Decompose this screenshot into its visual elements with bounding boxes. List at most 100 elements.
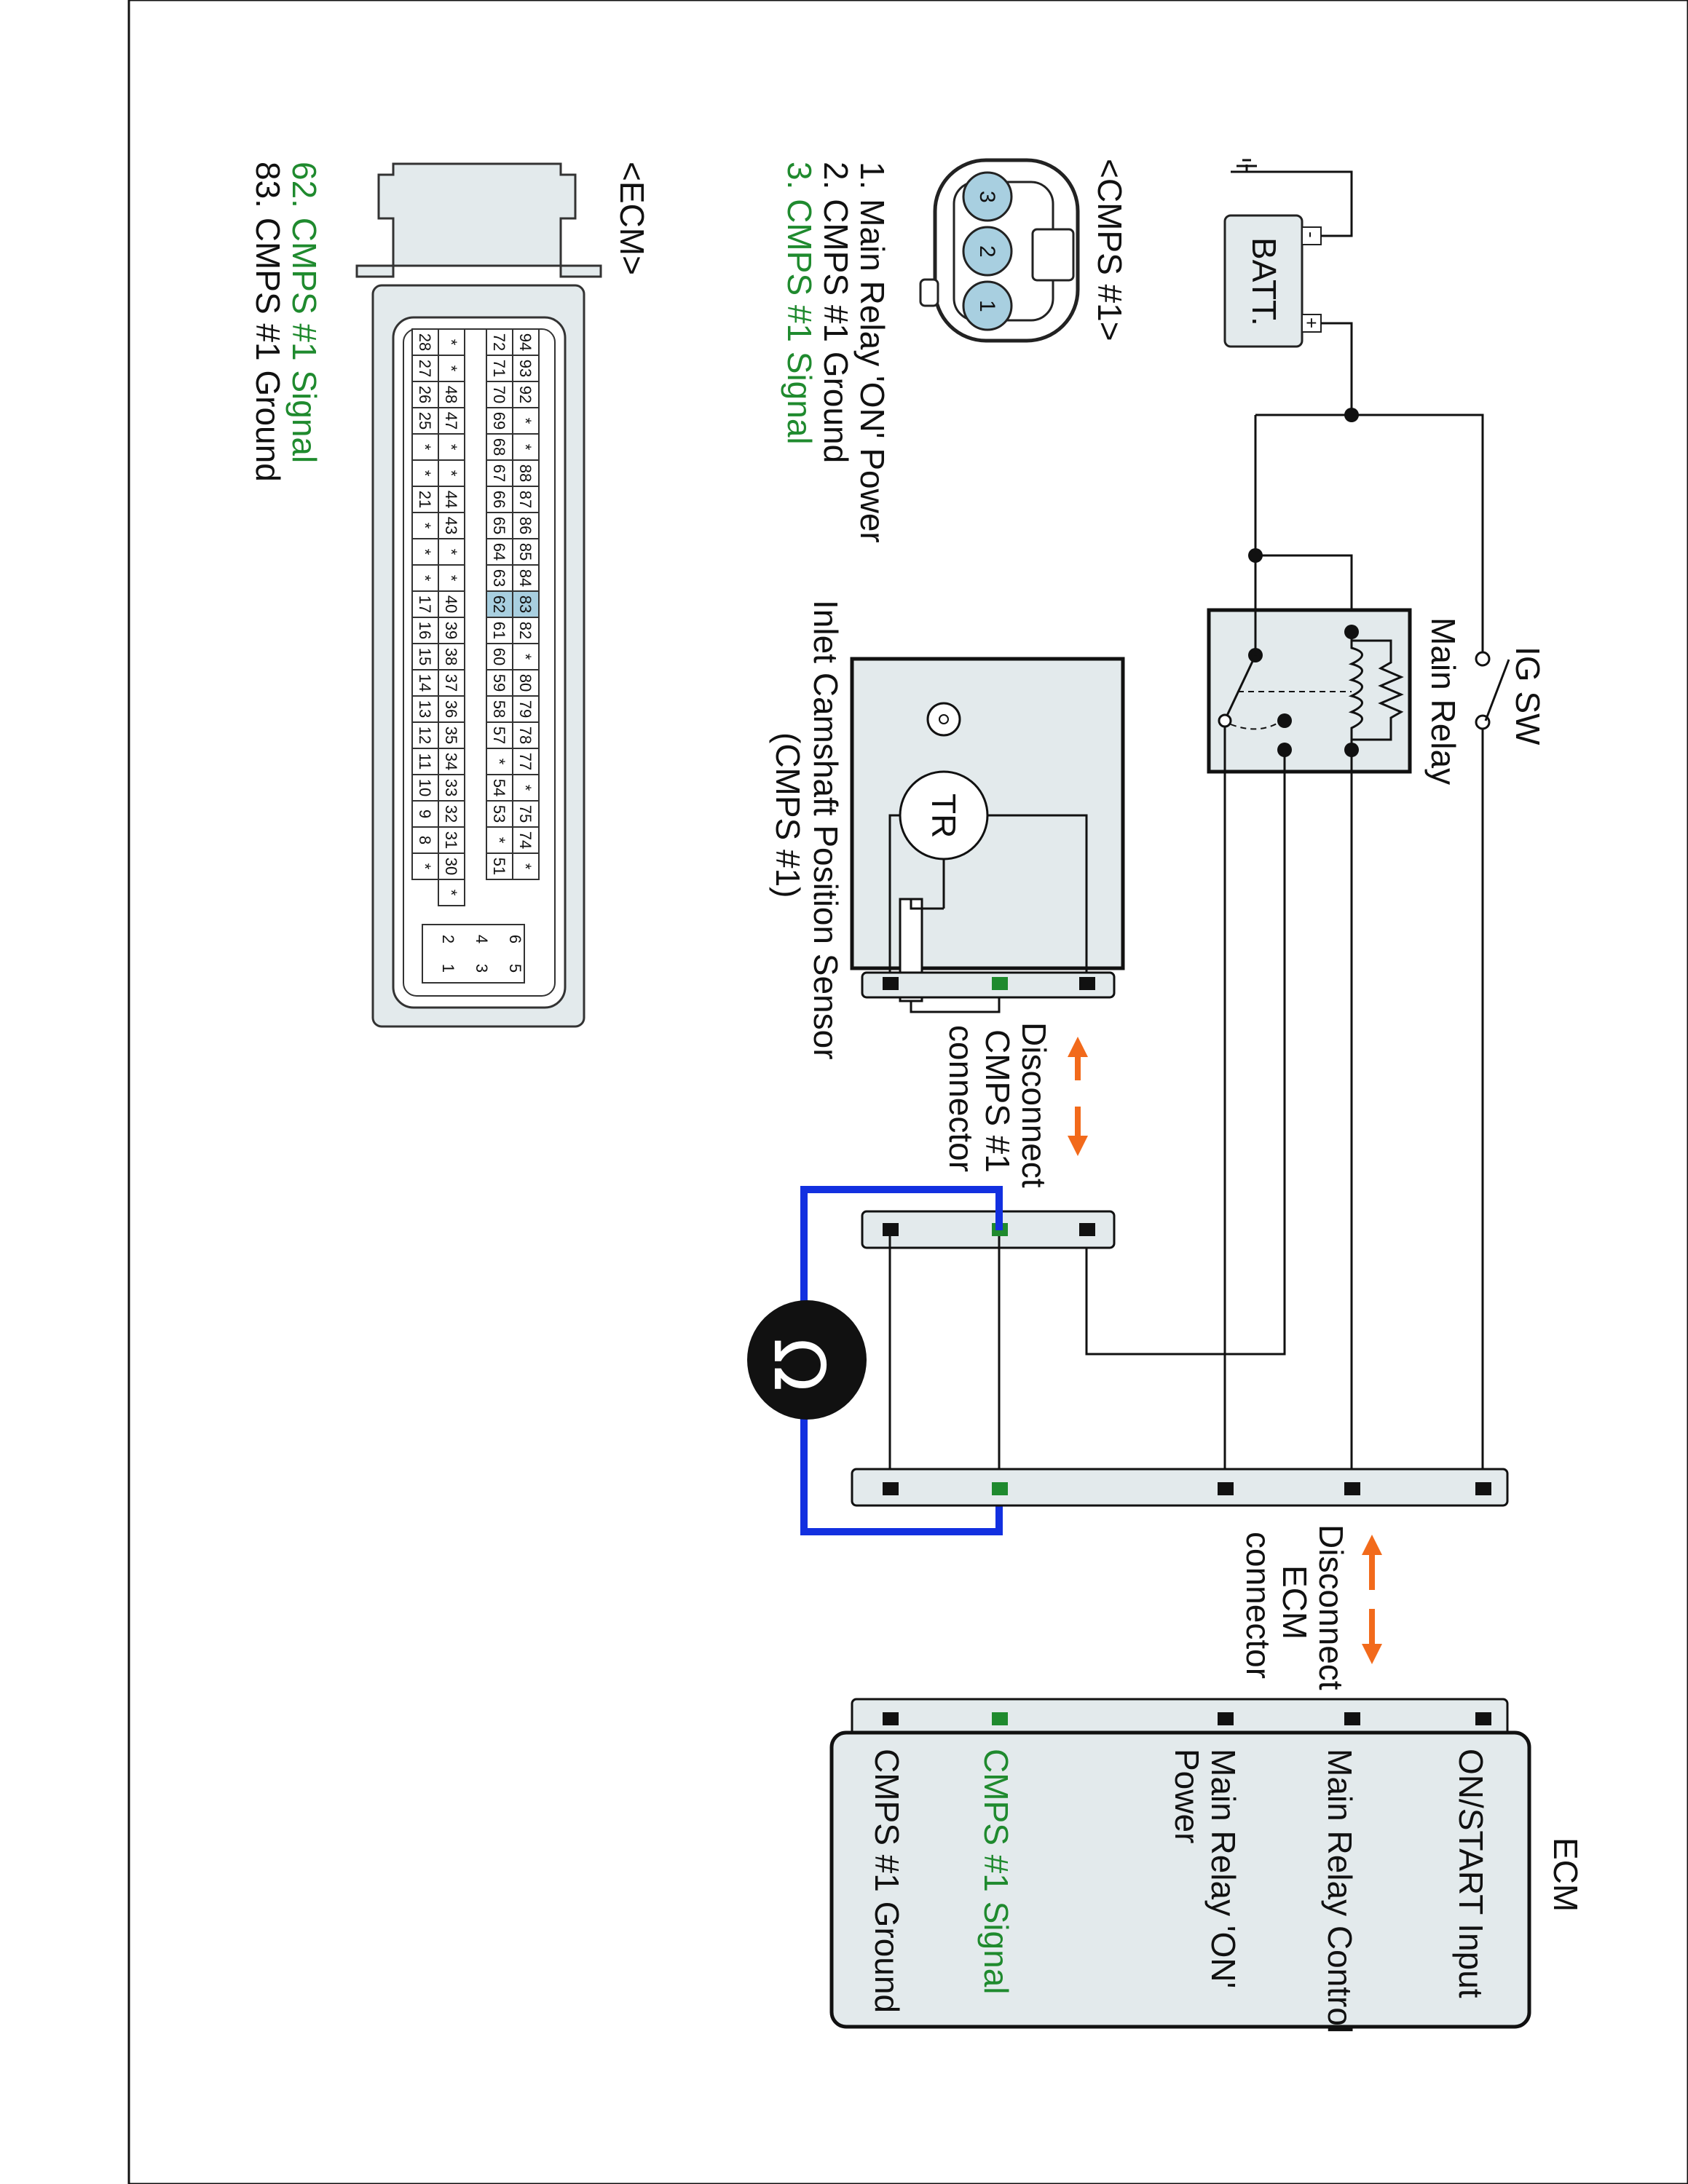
ecm-pin-label: 33 bbox=[442, 779, 460, 796]
svg-text:1: 1 bbox=[975, 300, 999, 312]
ecm-pin-cell bbox=[486, 852, 513, 880]
ecm-pin-label: 88 bbox=[516, 464, 535, 482]
ecm-pin-cell bbox=[486, 826, 513, 854]
ohmmeter-icon bbox=[747, 1300, 867, 1420]
ecm-pin-label: 85 bbox=[516, 543, 535, 561]
ecm-pin-label: * bbox=[442, 890, 460, 896]
ecm-pin-cell bbox=[438, 433, 465, 461]
ecm-pin-label: 60 bbox=[490, 648, 508, 665]
ecm-pin-label: 92 bbox=[516, 386, 535, 403]
disconnect-ecm-line1: Disconnect bbox=[1312, 1524, 1350, 1690]
ecm-pin-on-start: ON/START Input bbox=[1452, 1749, 1490, 1998]
ecm-pin-cell bbox=[486, 564, 513, 592]
ecm-pin-label: * bbox=[416, 575, 434, 582]
ecm-pin-label: * bbox=[416, 863, 434, 870]
ecm-pin-label: 26 bbox=[416, 386, 434, 403]
cmps-legend-1: 1. Main Relay 'ON' Power bbox=[853, 162, 891, 543]
ecm-pin-label: 34 bbox=[442, 753, 460, 770]
ecm-pin-cell bbox=[438, 643, 465, 670]
ecm-pin-label: * bbox=[442, 575, 460, 582]
main-relay: Main Relay bbox=[1207, 608, 1462, 785]
ecm-pin-label: 61 bbox=[490, 622, 508, 639]
disconnect-ecm-arrows bbox=[1362, 1535, 1382, 1664]
ecm-pin-cell bbox=[438, 800, 465, 828]
ecm-pin-cell bbox=[411, 643, 439, 670]
ecm-pin-label: 84 bbox=[516, 569, 535, 587]
ecm-pin-label: 9 bbox=[416, 810, 434, 818]
ig-switch: IG SW bbox=[1475, 646, 1547, 745]
ecm-pin-cell bbox=[411, 852, 439, 880]
ecm-pin-cell bbox=[512, 800, 540, 828]
ecm-pin-label: * bbox=[490, 759, 508, 765]
svg-text:IG SW: IG SW bbox=[1509, 646, 1547, 745]
ecm-pin-label: 35 bbox=[442, 727, 460, 744]
ecm-small-pin-label: 5 bbox=[506, 964, 524, 973]
tr-label: TR bbox=[925, 794, 963, 838]
ecm-small-pin-label: 4 bbox=[473, 935, 491, 943]
ecm-pin-label: 86 bbox=[516, 517, 535, 534]
cmps-pin-2 bbox=[962, 226, 1013, 277]
ecm-pin-cell bbox=[512, 381, 540, 408]
ecm-small-pin-label: 2 bbox=[439, 935, 457, 943]
ecm-pin-cell bbox=[486, 407, 513, 435]
ecm-pin-label: 47 bbox=[442, 412, 460, 430]
ecm-pin-cell bbox=[486, 381, 513, 408]
ecm-pin-label: * bbox=[442, 444, 460, 451]
ecm-legend-62: 62. CMPS #1 Signal bbox=[285, 162, 323, 463]
battery-neg-label: - bbox=[1301, 232, 1322, 238]
ecm-pin-label: * bbox=[516, 654, 535, 660]
ecm-pin-label: 54 bbox=[490, 779, 508, 796]
ecm-pin-label: 65 bbox=[490, 517, 508, 534]
ecm-pin-cell bbox=[486, 512, 513, 539]
ecm-pin-cell bbox=[512, 852, 540, 880]
ecm-pin-label: 32 bbox=[442, 805, 460, 823]
ecm-connector-strip bbox=[851, 1698, 1509, 1737]
cmps-legend-3: 3. CMPS #1 Signal bbox=[781, 162, 819, 445]
ecm-pin-label: 14 bbox=[416, 674, 434, 692]
ecm-pin-label: * bbox=[442, 470, 460, 477]
ecm-pin-label: 93 bbox=[516, 360, 535, 377]
ecm-pin-label: 27 bbox=[416, 360, 434, 377]
ecm-pin-cell bbox=[411, 328, 439, 356]
ecm-pin-cell bbox=[486, 695, 513, 723]
ecm-pin-label: 31 bbox=[442, 831, 460, 849]
ecm-pin-label: 68 bbox=[490, 438, 508, 456]
ecm-pin-cell bbox=[411, 590, 439, 618]
disconnect-cmps-line2: CMPS #1 bbox=[979, 1029, 1017, 1173]
ecm-pin-label: 44 bbox=[442, 491, 460, 508]
ecm-pin-label: * bbox=[442, 365, 460, 372]
ecm-pin-label: 51 bbox=[490, 858, 508, 875]
ecm-pin-label: 77 bbox=[516, 753, 535, 770]
ecm-pin-cell bbox=[486, 617, 513, 644]
ecm-pin-label: * bbox=[416, 549, 434, 555]
ecm-pin-cell bbox=[486, 774, 513, 802]
ecm-pin-cell bbox=[438, 459, 465, 487]
ecm-pin-label: 94 bbox=[516, 333, 535, 351]
ecm-pin-label: * bbox=[442, 339, 460, 346]
ecm-pin-label: 83 bbox=[516, 596, 535, 613]
harness-connector-ecm bbox=[851, 1468, 1509, 1507]
ecm-pin-cell bbox=[512, 407, 540, 435]
cmps-connector-title: <CMPS #1> bbox=[1091, 159, 1129, 341]
ecm-pin-label: 10 bbox=[416, 779, 434, 796]
cmps-sensor: TR bbox=[850, 657, 1125, 1013]
ecm-pin-relay-on-1: Main Relay 'ON' bbox=[1204, 1749, 1242, 1988]
ecm-pin-label: * bbox=[490, 837, 508, 844]
ecm-connector-face: 949392**88878685848382*80797877*7574*727… bbox=[355, 162, 602, 1028]
ecm-small-pin-label: 6 bbox=[506, 935, 524, 943]
ecm-pin-label: 17 bbox=[416, 596, 434, 613]
disconnect-cmps-arrows bbox=[1068, 1037, 1088, 1156]
ecm-pin-cell bbox=[411, 538, 439, 566]
ecm-pin-label: 82 bbox=[516, 622, 535, 639]
ecm-pin-label: 58 bbox=[490, 700, 508, 718]
disconnect-cmps-line1: Disconnect bbox=[1015, 1022, 1053, 1188]
ecm-small-pin-label: 1 bbox=[439, 964, 457, 973]
ecm-pin-label: 38 bbox=[442, 648, 460, 665]
sensor-label-line2: (CMPS #1) bbox=[769, 732, 807, 898]
ecm-pin-cell bbox=[411, 407, 439, 435]
ecm-pin-label: 71 bbox=[490, 360, 508, 377]
disconnect-cmps-line3: connector bbox=[942, 1025, 980, 1172]
ecm-title: ECM bbox=[1547, 1837, 1585, 1912]
ecm-pin-label: 78 bbox=[516, 727, 535, 744]
